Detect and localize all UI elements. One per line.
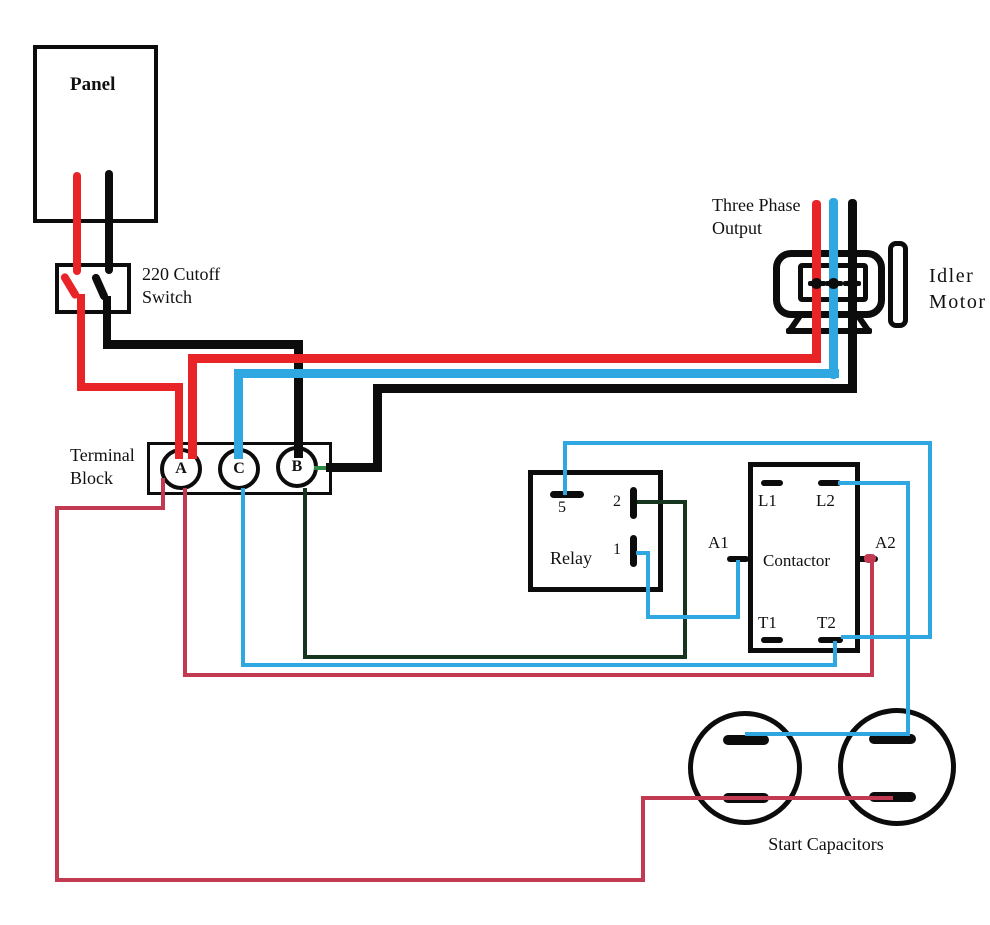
contactor-t2-bar <box>818 637 843 643</box>
wire-black-switch-to-terminal-b <box>293 340 303 458</box>
wire-blue-motor-to-terminal-c <box>233 369 839 378</box>
wire-blue-relay5-to-t2 <box>563 441 567 495</box>
cutoff-switch-label-line2: Switch <box>142 287 193 307</box>
wire-blue-relay1-to-a1 <box>636 551 650 555</box>
wire-blue-terminal-c-to-t2 <box>833 641 837 667</box>
idler-motor-label-line2: Motor <box>929 291 987 313</box>
wire-black-terminal-b-to-motor <box>372 384 382 472</box>
wire-crimson-terminal-a-to-capacitors <box>161 478 165 510</box>
cutoff-switch-label-line1: 220 Cutoff <box>142 264 221 284</box>
contactor-l1-label: L1 <box>758 491 777 510</box>
contactor-label: Contactor <box>763 551 831 570</box>
terminal-block-label: Terminal Block <box>70 444 135 490</box>
wire-blue-relay5-to-t2 <box>563 441 932 445</box>
wire-red-motor-to-terminal-a <box>187 354 821 363</box>
wire-blue-relay5-to-t2 <box>841 635 932 639</box>
cutoff-switch-box <box>55 263 131 314</box>
wire-black-panel-to-switch <box>104 170 113 274</box>
motor-terminal-dot-1 <box>811 277 822 289</box>
contactor-l1-bar <box>761 480 783 486</box>
wire-blue-relay1-to-a1 <box>736 560 740 619</box>
wire-black-terminal-b-to-relay2 <box>303 488 307 659</box>
contactor-l2-label: L2 <box>816 491 835 510</box>
cutoff-switch-label: 220 Cutoff Switch <box>142 263 220 309</box>
wire-blue-l2-to-capacitors <box>745 732 910 736</box>
wire-black-terminal-b-to-relay2 <box>637 500 687 504</box>
start-capacitor-1 <box>688 711 802 825</box>
terminal-block-label-line1: Terminal <box>70 445 135 465</box>
wire-black-switch-to-terminal-b <box>103 296 111 348</box>
wire-blue-l2-to-capacitors <box>906 481 910 736</box>
wire-crimson-terminal-a-to-capacitors <box>55 506 59 882</box>
wire-blue-l2-to-capacitors <box>838 481 910 485</box>
start-capacitor-2 <box>838 708 956 826</box>
idler-motor-label: Idler Motor <box>929 263 990 315</box>
wire-red-panel-to-switch <box>73 172 81 275</box>
start-capacitors-label: Start Capacitors <box>768 834 884 854</box>
wire-crimson-terminal-a-to-a2 <box>864 554 876 563</box>
contactor-t2-label: T2 <box>817 613 836 632</box>
capacitor-1-top-terminal <box>723 735 769 745</box>
terminal-b-label: B <box>291 458 303 475</box>
wire-blue-terminal-c-to-t2 <box>241 488 245 667</box>
relay-terminal-5-bar <box>550 491 584 498</box>
relay-terminal-2-label: 2 <box>613 493 621 510</box>
wire-black-switch-to-terminal-b <box>103 340 303 349</box>
wire-blue-motor-to-terminal-c <box>233 369 243 459</box>
relay-terminal-1-label: 1 <box>613 541 621 558</box>
wire-red-switch-to-terminal-a <box>76 382 183 391</box>
relay-box <box>528 470 663 592</box>
wire-crimson-terminal-a-to-capacitors <box>641 796 645 882</box>
wire-black-terminal-b-to-motor <box>326 463 382 472</box>
motor-terminal-dot-3 <box>846 277 858 289</box>
three-phase-output-label-line2: Output <box>712 218 763 238</box>
idler-motor-label-line1: Idler <box>929 265 975 287</box>
wire-black-terminal-b-to-relay2 <box>303 655 687 659</box>
contactor-t1-label: T1 <box>758 613 777 632</box>
wire-crimson-terminal-a-to-a2 <box>870 560 874 677</box>
panel-box <box>33 45 158 223</box>
contactor-t1-bar <box>761 637 783 643</box>
contactor-a2-label: A2 <box>875 533 896 552</box>
idler-motor-endcap <box>888 241 908 328</box>
wire-blue-relay1-to-a1 <box>646 551 650 619</box>
wire-black-terminal-b-to-motor <box>847 199 857 393</box>
three-phase-output-label-line1: Three Phase <box>712 195 801 215</box>
wire-blue-terminal-c-to-t2 <box>241 663 837 667</box>
wire-crimson-terminal-a-to-a2 <box>183 673 874 677</box>
wire-blue-motor-to-terminal-c <box>829 198 838 379</box>
motor-terminal-dot-2 <box>828 277 839 289</box>
wire-crimson-terminal-a-to-a2 <box>183 488 187 677</box>
wire-red-switch-to-terminal-a <box>174 383 183 459</box>
relay-terminal-5-label: 5 <box>558 499 566 516</box>
contactor-a1-label: A1 <box>708 533 729 552</box>
wire-crimson-terminal-a-to-capacitors <box>641 796 893 800</box>
wire-blue-relay5-to-t2 <box>928 441 932 639</box>
terminal-c-label: C <box>233 460 245 477</box>
wire-crimson-terminal-a-to-capacitors <box>55 878 645 882</box>
wire-crimson-terminal-a-to-capacitors <box>55 506 165 510</box>
panel-label: Panel <box>70 74 116 95</box>
wire-black-terminal-b-to-relay2 <box>683 500 687 659</box>
wire-blue-relay1-to-a1 <box>646 615 740 619</box>
wire-black-terminal-b-to-motor <box>372 384 857 393</box>
three-phase-output-label: Three Phase Output <box>712 194 800 240</box>
contactor-a1-bar <box>727 556 749 562</box>
wire-red-motor-to-terminal-a <box>187 354 197 459</box>
contactor-l2-bar <box>818 480 841 486</box>
capacitor-2-top-terminal <box>869 734 916 744</box>
relay-terminal-1-bar <box>630 535 637 567</box>
wire-red-switch-to-terminal-a <box>76 294 85 390</box>
terminal-a-label: A <box>175 460 187 477</box>
relay-terminal-2-bar <box>630 487 637 519</box>
terminal-block-label-line2: Block <box>70 468 113 488</box>
relay-label: Relay <box>550 548 592 568</box>
